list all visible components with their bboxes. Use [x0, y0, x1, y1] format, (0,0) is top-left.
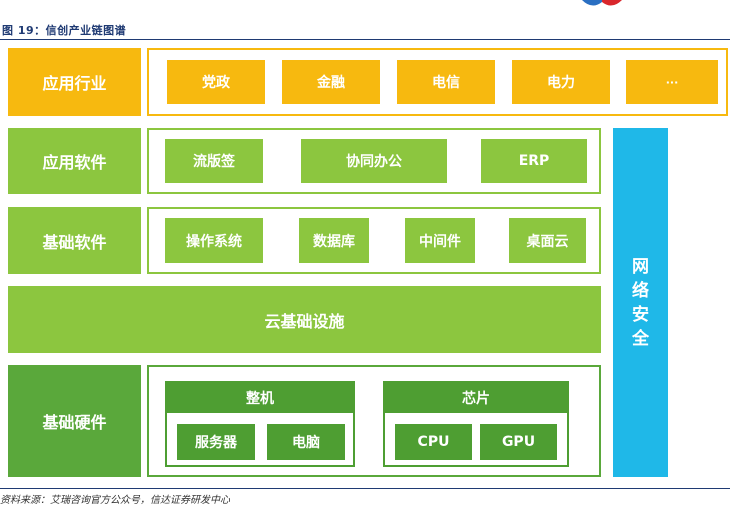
panel-application-software: 流版签 协同办公 ERP	[147, 128, 601, 194]
label-application-industry: 应用行业	[8, 48, 141, 116]
chip-desktop-cloud: 桌面云	[509, 218, 586, 263]
label-application-software: 应用软件	[8, 128, 141, 194]
chip-collaborative-office: 协同办公	[301, 139, 447, 183]
chip-more-ellipsis: ···	[626, 60, 718, 104]
row-application-industry: 应用行业 党政 金融 电信 电力 ···	[8, 48, 728, 116]
panel-application-industry: 党政 金融 电信 电力 ···	[147, 48, 728, 116]
row-base-software: 基础软件 操作系统 数据库 中间件 桌面云	[8, 207, 601, 274]
chip-finance: 金融	[282, 60, 380, 104]
label-base-hardware: 基础硬件	[8, 365, 141, 477]
chip-party-government: 党政	[167, 60, 265, 104]
caption-rule	[0, 39, 730, 40]
chip-erp: ERP	[481, 139, 587, 183]
panel-base-software: 操作系统 数据库 中间件 桌面云	[147, 207, 601, 274]
group-title-chip: 芯片	[385, 383, 567, 413]
figure-caption: 图 19：信创产业链图谱	[2, 24, 127, 37]
label-base-software: 基础软件	[8, 207, 141, 274]
chip-server: 服务器	[177, 424, 255, 460]
bar-cloud-infrastructure: 云基础设施	[8, 286, 601, 353]
chip-layout-signature: 流版签	[165, 139, 263, 183]
group-whole-machine: 整机 服务器 电脑	[165, 381, 355, 467]
panel-base-hardware: 整机 服务器 电脑 芯片 CPU GPU	[147, 365, 601, 477]
label-network-security: 网络安全	[632, 256, 649, 349]
row-application-software: 应用软件 流版签 协同办公 ERP	[8, 128, 601, 194]
chip-gpu: GPU	[480, 424, 557, 460]
source-note: 资料来源：艾瑞咨询官方公众号，信达证券研发中心	[0, 495, 230, 506]
footer-rule	[0, 488, 730, 489]
chip-cpu: CPU	[395, 424, 472, 460]
chip-telecom: 电信	[397, 60, 495, 104]
group-title-whole-machine: 整机	[167, 383, 353, 413]
chip-power: 电力	[512, 60, 610, 104]
brand-logo	[582, 0, 622, 6]
chip-database: 数据库	[299, 218, 369, 263]
chip-computer: 电脑	[267, 424, 345, 460]
chip-middleware: 中间件	[405, 218, 475, 263]
chip-operating-system: 操作系统	[165, 218, 263, 263]
column-network-security: 网络安全	[613, 128, 668, 477]
group-chip: 芯片 CPU GPU	[383, 381, 569, 467]
row-base-hardware: 基础硬件 整机 服务器 电脑 芯片 CPU GPU	[8, 365, 601, 477]
